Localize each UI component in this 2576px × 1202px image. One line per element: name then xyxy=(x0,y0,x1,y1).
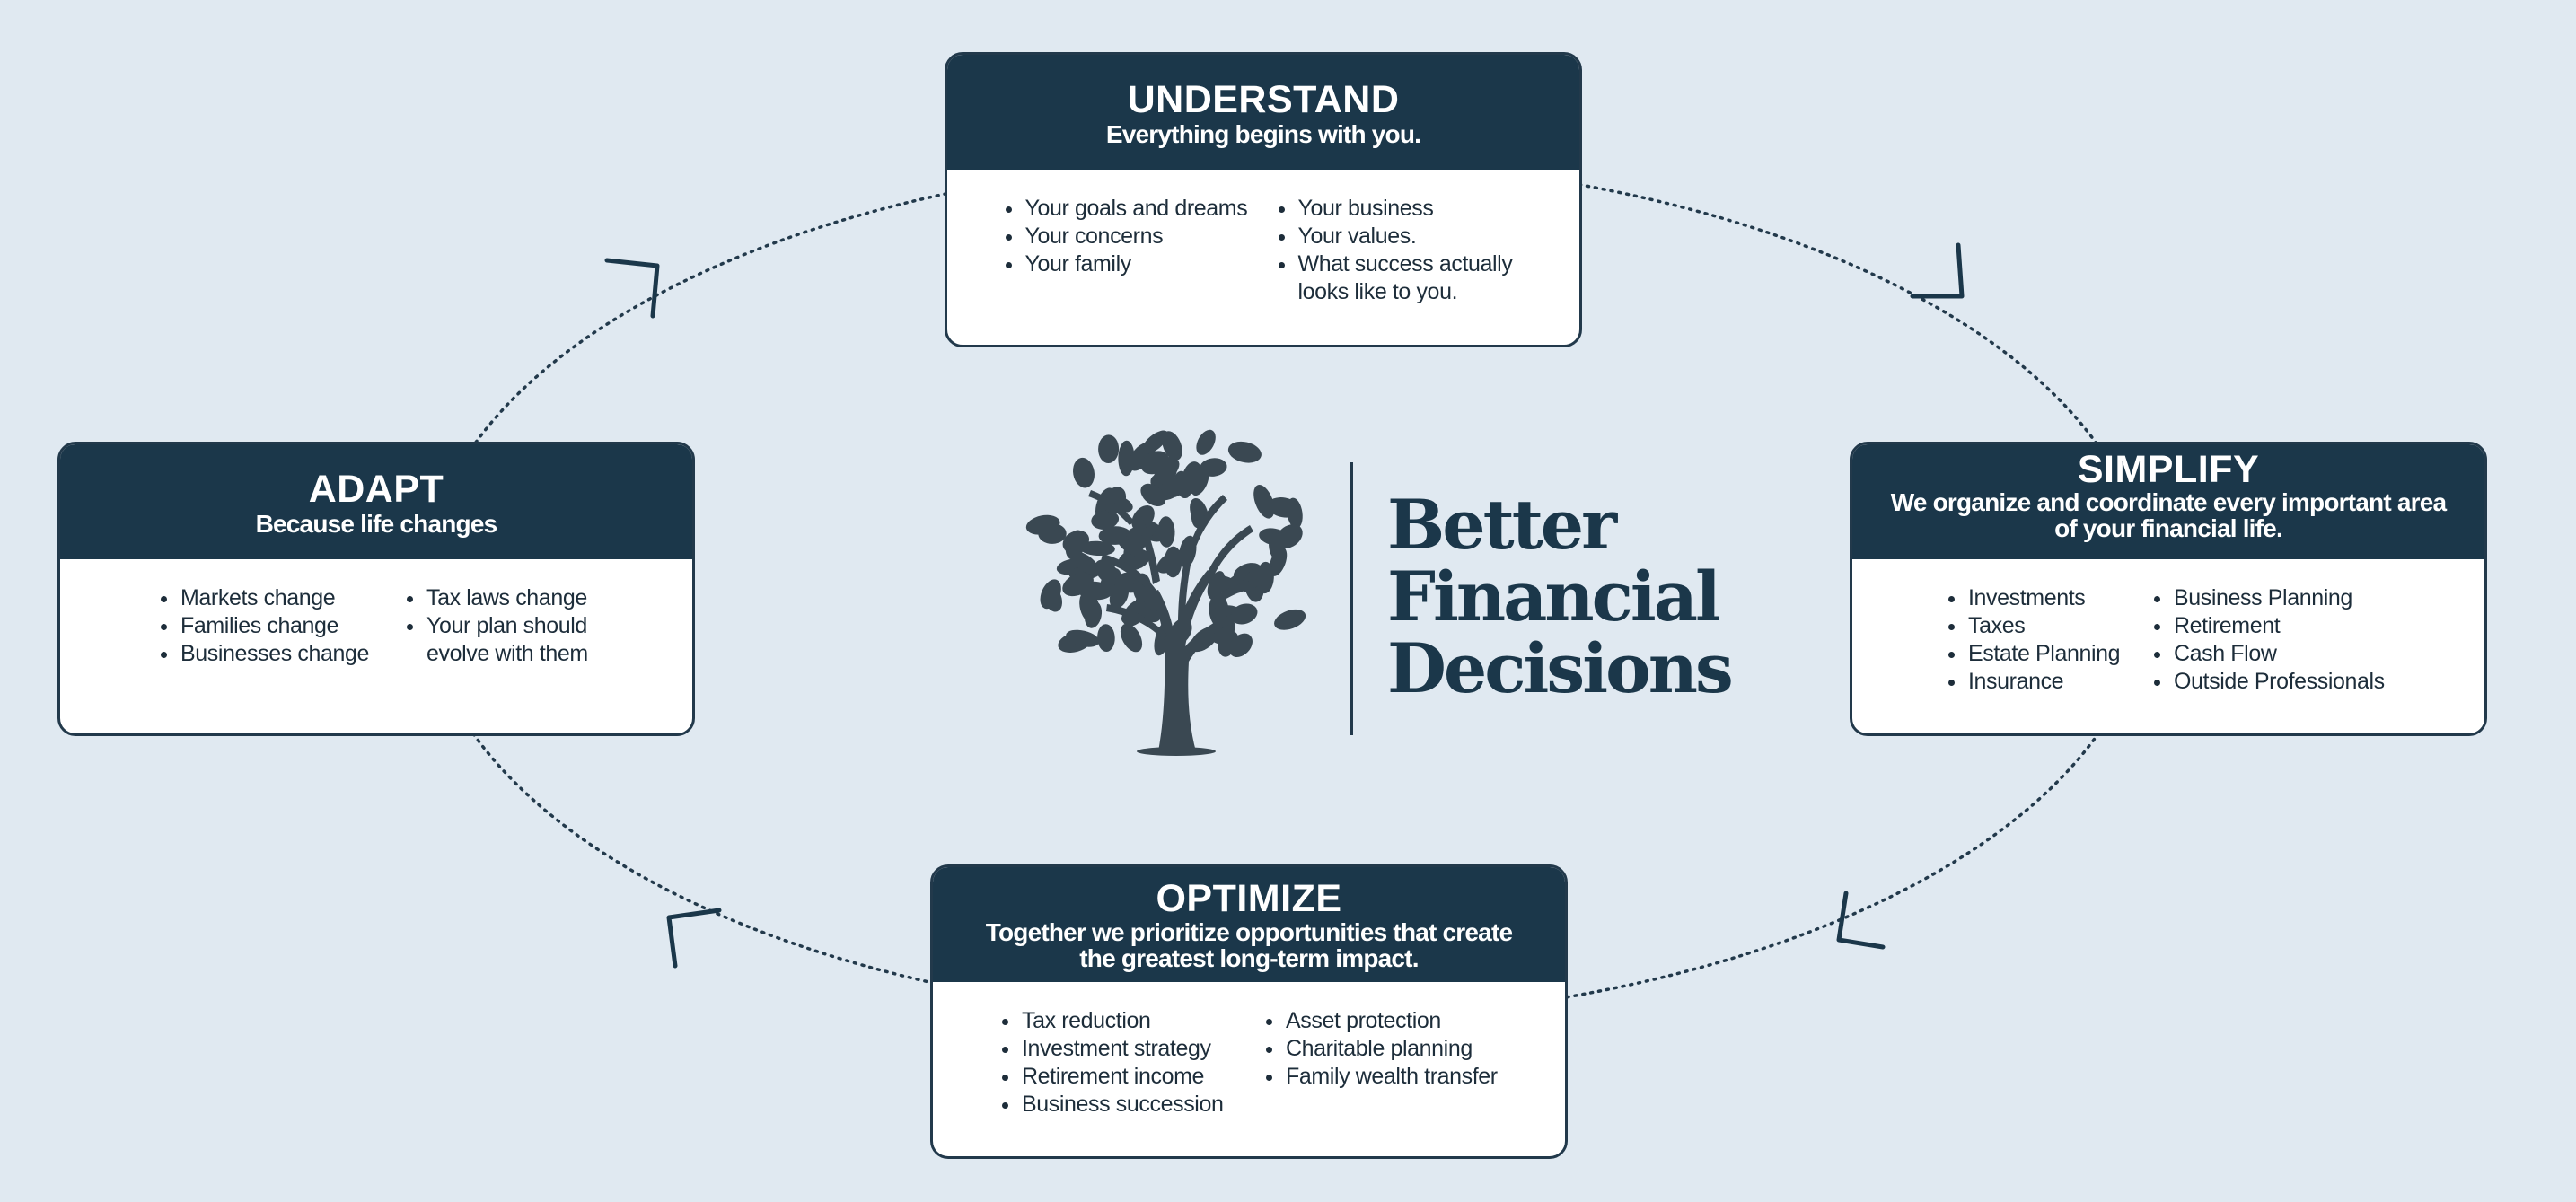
adapt-title: ADAPT xyxy=(308,467,444,511)
list-item: What success actually looks like to you. xyxy=(1297,250,1534,306)
tree-leaf xyxy=(1062,530,1090,554)
tree-leaf xyxy=(1042,584,1063,612)
tree-leaf xyxy=(1156,549,1187,574)
understand-list-left: Your goals and dreams Your concerns Your… xyxy=(993,195,1266,306)
simplify-card: SIMPLIFY We organize and coordinate ever… xyxy=(1850,442,2487,736)
list-item: Retirement income xyxy=(1020,1063,1253,1091)
chevron-arrow-icon xyxy=(604,258,660,319)
list-item: Your concerns xyxy=(1024,223,1266,250)
tree-leaf xyxy=(1209,627,1238,645)
tree-leaf xyxy=(1098,434,1120,463)
list-item: Your goals and dreams xyxy=(1024,195,1266,223)
tree-leaf xyxy=(1152,459,1180,486)
tree-icon xyxy=(1025,429,1306,756)
simplify-body: Investments Taxes Estate Planning Insura… xyxy=(1852,559,2484,696)
optimize-header: OPTIMIZE Together we prioritize opportun… xyxy=(933,867,1565,982)
simplify-title: SIMPLIFY xyxy=(2077,448,2260,491)
understand-header: UNDERSTAND Everything begins with you. xyxy=(947,55,1579,170)
adapt-list-right: Tax laws change Your plan should evolve … xyxy=(394,584,604,668)
tree-leaf xyxy=(1097,624,1115,652)
optimize-list-left: Tax reduction Investment strategy Retire… xyxy=(989,1007,1253,1119)
tree-leaf xyxy=(1227,441,1262,463)
list-item: Business succession xyxy=(1020,1091,1253,1119)
adapt-list-left: Markets change Families change Businesse… xyxy=(148,584,394,668)
tree-leaf xyxy=(1131,504,1155,531)
list-item: Your plan should evolve with them xyxy=(425,612,604,668)
adapt-header: ADAPT Because life changes xyxy=(60,444,692,559)
optimize-list-right: Asset protection Charitable planning Fam… xyxy=(1253,1007,1508,1119)
list-item: Business Planning xyxy=(2172,584,2401,612)
tree-leaf xyxy=(1269,532,1286,562)
tree-leaf xyxy=(1274,609,1306,630)
understand-body: Your goals and dreams Your concerns Your… xyxy=(947,170,1579,306)
understand-card: UNDERSTAND Everything begins with you. Y… xyxy=(945,52,1582,347)
tree-leaf xyxy=(1141,430,1168,454)
tree-leaf xyxy=(1181,461,1202,495)
tree-leaf xyxy=(1157,516,1175,548)
adapt-body: Markets change Families change Businesse… xyxy=(60,559,692,668)
tree-leaf xyxy=(1079,540,1115,557)
tree-leaf xyxy=(1109,583,1130,609)
adapt-subtitle: Because life changes xyxy=(255,509,498,538)
tree-leaf xyxy=(1069,551,1100,575)
chevron-arrow-icon xyxy=(666,908,722,969)
tree-leaf xyxy=(1095,559,1121,586)
tree-leaf xyxy=(1196,429,1216,455)
list-item: Cash Flow xyxy=(2172,640,2401,668)
brand-wordmark: Better Financial Decisions xyxy=(1387,485,1734,708)
tree-leaf xyxy=(1253,484,1275,519)
simplify-header: SIMPLIFY We organize and coordinate ever… xyxy=(1852,444,2484,559)
tree-leaf xyxy=(1062,572,1094,597)
list-item: Markets change xyxy=(179,584,394,612)
list-item: Outside Professionals xyxy=(2172,668,2401,696)
optimize-card: OPTIMIZE Together we prioritize opportun… xyxy=(930,864,1568,1159)
list-item: Your values. xyxy=(1297,223,1534,250)
tree-leaf xyxy=(1084,601,1103,628)
brand-line-3: Decisions xyxy=(1387,628,1734,708)
understand-subtitle: Everything begins with you. xyxy=(1105,119,1421,148)
list-item: Family wealth transfer xyxy=(1284,1063,1508,1091)
tree-leaf xyxy=(1228,633,1253,658)
tree-leaf xyxy=(1025,514,1060,535)
list-item: Tax laws change xyxy=(425,584,604,612)
list-item: Investments xyxy=(1966,584,2141,612)
tree-leaf xyxy=(1140,483,1166,507)
optimize-body: Tax reduction Investment strategy Retire… xyxy=(933,982,1565,1119)
optimize-subtitle: Together we prioritize opportunities tha… xyxy=(985,918,1513,972)
brand-line-2: Financial xyxy=(1387,557,1721,636)
list-item: Investment strategy xyxy=(1020,1035,1253,1063)
tree-leaf xyxy=(1098,526,1132,545)
list-item: Retirement xyxy=(2172,612,2401,640)
list-item: Your family xyxy=(1024,250,1266,278)
tree-leaf xyxy=(1120,623,1143,653)
simplify-subtitle: We organize and coordinate every importa… xyxy=(1890,488,2447,542)
tree-leaf xyxy=(1073,457,1095,488)
list-item: Estate Planning xyxy=(1966,640,2141,668)
tree-leaf xyxy=(1162,431,1182,461)
logo-divider xyxy=(1350,462,1353,735)
understand-title: UNDERSTAND xyxy=(1127,77,1400,121)
chevron-arrow-icon xyxy=(1910,242,1965,299)
list-item: Tax reduction xyxy=(1020,1007,1253,1035)
list-item: Families change xyxy=(179,612,394,640)
list-item: Your business xyxy=(1297,195,1534,223)
list-item: Taxes xyxy=(1966,612,2141,640)
simplify-list-left: Investments Taxes Estate Planning Insura… xyxy=(1936,584,2141,696)
list-item: Asset protection xyxy=(1284,1007,1508,1035)
list-item: Charitable planning xyxy=(1284,1035,1508,1063)
brand-line-1: Better xyxy=(1387,485,1617,565)
list-item: Insurance xyxy=(1966,668,2141,696)
tree-leaf xyxy=(1066,629,1100,647)
tree-leaf xyxy=(1091,510,1120,530)
list-item: Businesses change xyxy=(179,640,394,668)
understand-list-right: Your business Your values. What success … xyxy=(1266,195,1534,306)
tree-leaf xyxy=(1267,497,1300,518)
brand-logo: Better Financial Decisions xyxy=(1024,426,1734,759)
simplify-list-right: Business Planning Retirement Cash Flow O… xyxy=(2141,584,2401,696)
optimize-title: OPTIMIZE xyxy=(1156,877,1342,920)
adapt-card: ADAPT Because life changes Markets chang… xyxy=(57,442,695,736)
chevron-arrow-icon xyxy=(1836,891,1886,950)
tree-leaf xyxy=(1200,458,1227,477)
